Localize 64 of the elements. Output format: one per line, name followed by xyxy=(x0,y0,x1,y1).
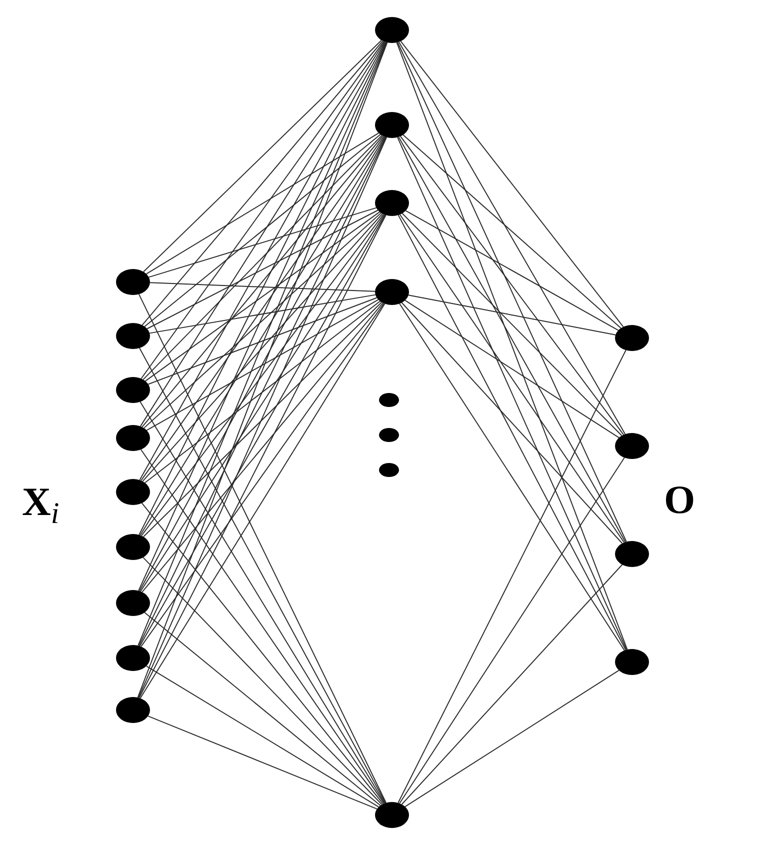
connection-line xyxy=(402,134,622,329)
connection-line xyxy=(400,40,624,328)
connection-line xyxy=(408,294,616,336)
neuron-node xyxy=(375,112,409,138)
neuron-node xyxy=(615,649,649,675)
connection-line xyxy=(396,42,628,650)
connection-line xyxy=(144,300,381,484)
connection-line xyxy=(398,136,626,543)
neuron-node xyxy=(116,377,150,403)
layer-label: X$_{i}$ xyxy=(22,482,60,522)
connection-line xyxy=(146,210,378,330)
connection-line xyxy=(401,564,623,805)
neuron-node xyxy=(116,697,150,723)
connection-line xyxy=(148,716,378,810)
connection-line xyxy=(143,212,382,429)
connection-line xyxy=(143,40,382,272)
connection-line xyxy=(148,207,377,278)
connection-line xyxy=(399,214,625,543)
connection-line xyxy=(146,132,380,274)
neuron-node xyxy=(116,645,150,671)
connection-line xyxy=(405,210,619,331)
connection-line xyxy=(404,300,620,438)
connection-line xyxy=(142,40,384,326)
connection-line xyxy=(149,282,376,292)
neuron-node xyxy=(116,269,150,295)
connection-line xyxy=(142,556,382,806)
connection-line xyxy=(142,134,382,380)
connection-line xyxy=(144,211,380,382)
connection-line xyxy=(397,136,627,650)
connection-line xyxy=(141,502,384,804)
neuron-node xyxy=(615,433,649,459)
neuron-node xyxy=(615,541,649,567)
connection-line xyxy=(144,612,381,806)
connection-line xyxy=(142,213,383,482)
connection-line xyxy=(146,299,379,431)
layer-label: O xyxy=(664,480,696,520)
neuron-node xyxy=(116,479,150,505)
neuron-node xyxy=(375,279,409,305)
neuron-node xyxy=(375,190,409,216)
connection-line xyxy=(399,303,625,651)
connection-line xyxy=(142,302,384,593)
connection-line xyxy=(144,134,381,328)
neuron-node xyxy=(116,425,150,451)
connection-line xyxy=(148,297,378,385)
connection-line xyxy=(402,212,622,436)
connection-line xyxy=(146,666,380,808)
neuron-node xyxy=(116,323,150,349)
neuron-node xyxy=(615,325,649,351)
connection-line xyxy=(399,457,625,804)
connection-line xyxy=(142,302,382,538)
connection-line xyxy=(398,350,626,804)
neuron-node xyxy=(375,17,409,43)
connection-line xyxy=(397,42,627,542)
neuron-node xyxy=(116,590,150,616)
connection-line xyxy=(149,294,376,334)
connection-line xyxy=(140,214,384,536)
neuron-node xyxy=(116,534,150,560)
connection-line xyxy=(398,41,626,435)
connection-line xyxy=(398,214,626,650)
connection-line xyxy=(400,136,624,436)
connection-line xyxy=(404,670,620,808)
connection-line xyxy=(401,302,623,544)
connection-line xyxy=(142,135,384,428)
neuron-node xyxy=(375,802,409,828)
